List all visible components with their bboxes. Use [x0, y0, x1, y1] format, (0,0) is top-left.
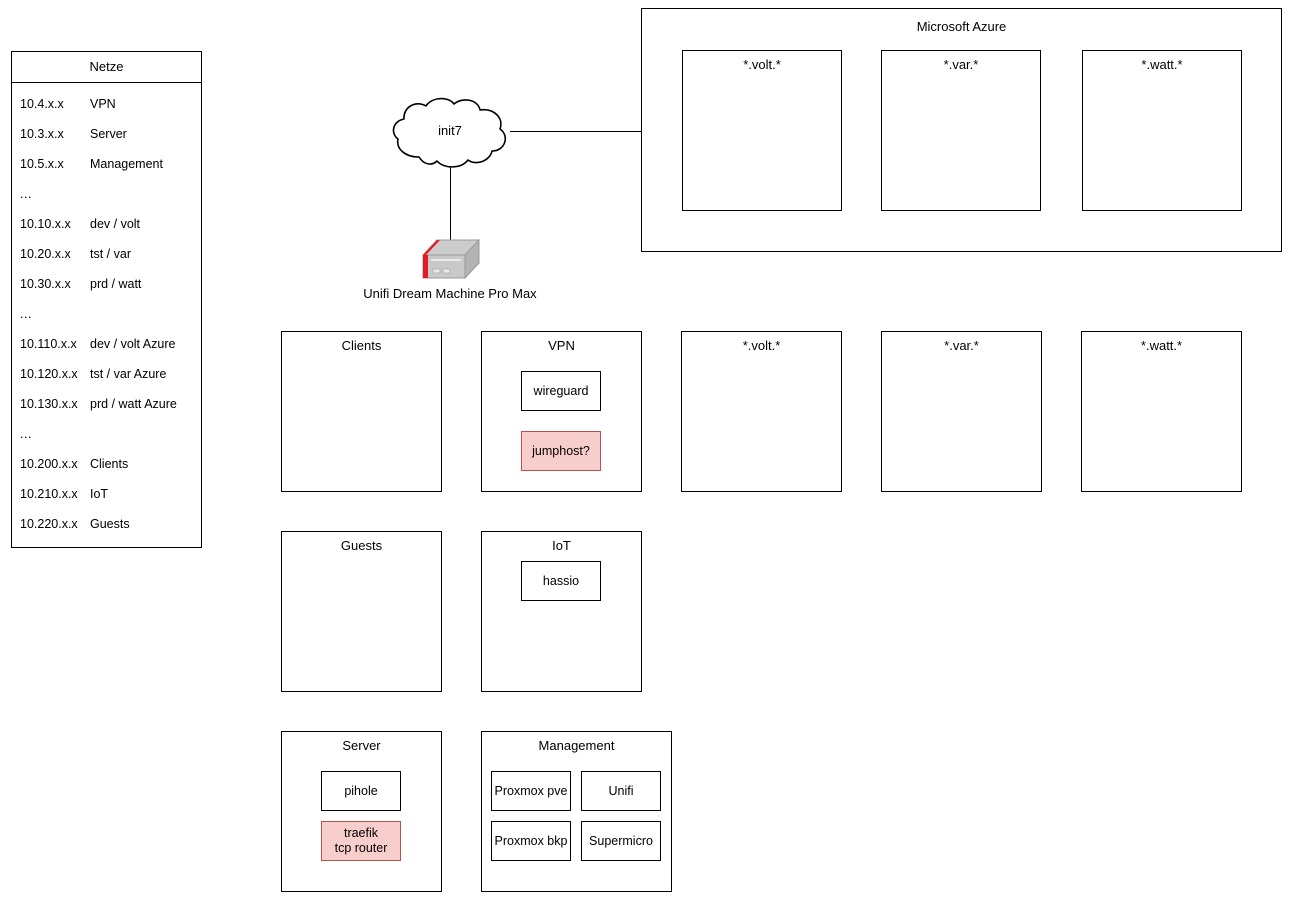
vlan-title: *.watt.* [1140, 338, 1183, 353]
vlan-title: VPN [548, 338, 575, 353]
netze-name: prd / watt [90, 277, 142, 291]
table-row: ... [12, 299, 201, 329]
netze-ip: 10.30.x.x [20, 277, 71, 291]
table-row: 10.20.x.x tst / var [12, 239, 201, 269]
netze-ip: ... [20, 307, 32, 321]
vlan-var: *.var.* [881, 331, 1042, 492]
netze-ip: 10.4.x.x [20, 97, 64, 111]
azure-zone-watt: *.watt.* [1082, 50, 1242, 211]
unifi-router-label: Unifi Dream Machine Pro Max [363, 286, 537, 301]
table-row: 10.200.x.x Clients [12, 449, 201, 479]
table-row: 10.220.x.x Guests [12, 509, 201, 539]
netze-ip: 10.3.x.x [20, 127, 64, 141]
service-wireguard[interactable]: wireguard [521, 371, 601, 411]
netze-ip: ... [20, 427, 32, 441]
netze-name: Guests [90, 517, 130, 531]
table-row: 10.30.x.x prd / watt [12, 269, 201, 299]
vlan-guests: Guests [281, 531, 442, 692]
netze-ip: 10.5.x.x [20, 157, 64, 171]
netze-ip: 10.220.x.x [20, 517, 78, 531]
vlan-title: *.var.* [944, 338, 979, 353]
connector-cloud-to-azure [510, 131, 642, 132]
netze-ip: 10.210.x.x [20, 487, 78, 501]
azure-zone-title: *.var.* [943, 57, 979, 72]
netze-ip: 10.200.x.x [20, 457, 78, 471]
table-row: 10.120.x.x tst / var Azure [12, 359, 201, 389]
cloud-label: init7 [438, 123, 462, 138]
table-row: 10.110.x.x dev / volt Azure [12, 329, 201, 359]
netze-name: prd / watt Azure [90, 397, 177, 411]
netze-ip: 10.10.x.x [20, 217, 71, 231]
netze-name: tst / var [90, 247, 131, 261]
azure-zone-title: *.watt.* [1141, 57, 1183, 72]
azure-zone-var: *.var.* [881, 50, 1041, 211]
table-row: 10.4.x.x VPN [12, 89, 201, 119]
netze-ip: 10.130.x.x [20, 397, 78, 411]
vlan-server: Server [281, 731, 442, 892]
vlan-volt: *.volt.* [681, 331, 842, 492]
vlan-title: *.volt.* [742, 338, 781, 353]
azure-zone-volt: *.volt.* [682, 50, 842, 211]
netze-name: IoT [90, 487, 109, 501]
netze-ip: ... [20, 187, 32, 201]
connector-cloud-to-router [450, 167, 451, 241]
service-jumphost[interactable]: jumphost? [521, 431, 601, 471]
service-hassio[interactable]: hassio [521, 561, 601, 601]
netze-table-body: 10.4.x.x VPN 10.3.x.x Server 10.5.x.x Ma… [12, 83, 201, 547]
service-supermicro[interactable]: Supermicro [581, 821, 661, 861]
service-proxmox-pve[interactable]: Proxmox pve [491, 771, 571, 811]
netze-name: Server [90, 127, 127, 141]
vlan-title: IoT [552, 538, 571, 553]
router-device-icon [421, 238, 481, 280]
service-proxmox-bkp[interactable]: Proxmox bkp [491, 821, 571, 861]
vlan-clients: Clients [281, 331, 442, 492]
vlan-title: Management [538, 738, 615, 753]
netze-table-header: Netze [12, 52, 201, 83]
vlan-title: Guests [340, 538, 383, 553]
vlan-title: Server [342, 738, 381, 753]
netze-name: dev / volt Azure [90, 337, 176, 351]
table-row: ... [12, 419, 201, 449]
netze-name: VPN [90, 97, 116, 111]
table-row: 10.10.x.x dev / volt [12, 209, 201, 239]
vlan-title: Clients [341, 338, 382, 353]
service-pihole[interactable]: pihole [321, 771, 401, 811]
netze-name: tst / var Azure [90, 367, 167, 381]
table-row: 10.210.x.x IoT [12, 479, 201, 509]
azure-zone-title: *.volt.* [743, 57, 781, 72]
table-row: 10.130.x.x prd / watt Azure [12, 389, 201, 419]
netze-name: dev / volt [90, 217, 141, 231]
service-unifi[interactable]: Unifi [581, 771, 661, 811]
netze-ip: 10.120.x.x [20, 367, 78, 381]
netze-table: Netze 10.4.x.x VPN 10.3.x.x Server 10.5.… [11, 51, 202, 548]
vlan-management: Management [481, 731, 672, 892]
netze-ip: 10.20.x.x [20, 247, 71, 261]
table-row: 10.5.x.x Management [12, 149, 201, 179]
vlan-watt: *.watt.* [1081, 331, 1242, 492]
table-row: ... [12, 179, 201, 209]
service-traefik-tcp-router[interactable]: traefik tcp router [321, 821, 401, 861]
vlan-iot: IoT [481, 531, 642, 692]
netze-name: Management [90, 157, 163, 171]
init7-cloud: init7 [388, 96, 512, 170]
cloud-icon [392, 97, 507, 168]
table-row: 10.3.x.x Server [12, 119, 201, 149]
netze-ip: 10.110.x.x [20, 337, 77, 351]
netze-name: Clients [90, 457, 129, 471]
azure-title: Microsoft Azure [916, 19, 1007, 34]
unifi-router-icon [420, 238, 482, 280]
